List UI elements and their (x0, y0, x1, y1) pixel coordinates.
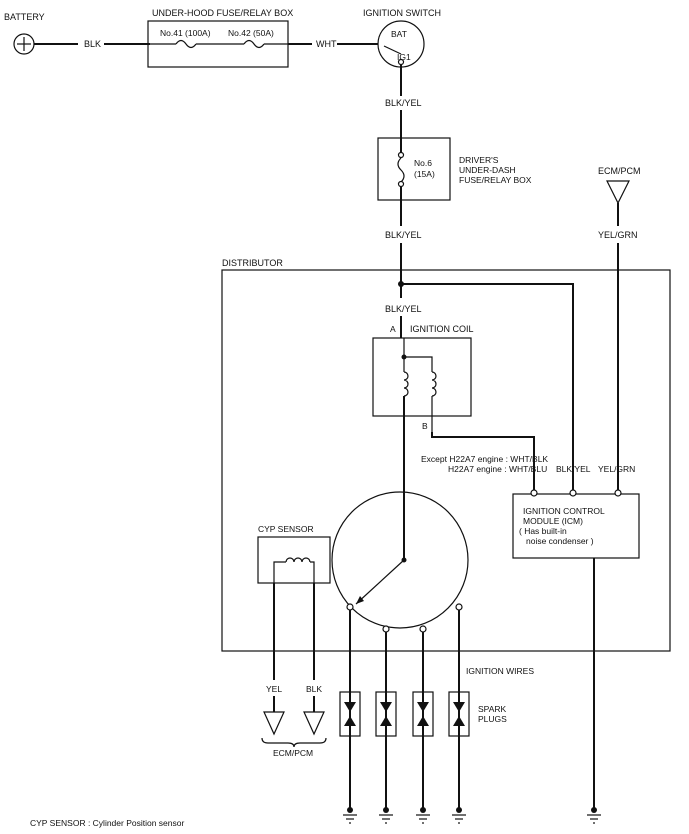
ignition-coil-label: IGNITION COIL (410, 324, 474, 334)
icm-label-line4: noise condenser ) (526, 536, 594, 546)
wire-label-yel-bottom: YEL (266, 684, 282, 694)
bat-terminal-label: BAT (391, 29, 407, 39)
spark-plug-3-icon (412, 691, 434, 737)
icm-yel-grn-label: YEL/GRN (598, 464, 635, 474)
ground-icon (379, 807, 393, 824)
ground-icon (587, 807, 601, 824)
distributor-cap (331, 491, 469, 629)
ig1-terminal-label: IG1 (397, 52, 411, 62)
wire-label-blk-yel-3: BLK/YEL (385, 304, 422, 314)
distributor-box (221, 269, 671, 652)
coil-windings-icon (403, 371, 437, 397)
ground-icon (416, 807, 430, 824)
ground-icon (452, 807, 466, 824)
h22a7-label: H22A7 engine : WHT/BLU (448, 464, 547, 474)
wire-label-wht: WHT (316, 39, 337, 49)
spark-plugs-label-line1: SPARK (478, 704, 507, 714)
distributor-label: DISTRIBUTOR (222, 258, 283, 268)
wire-label-yel-grn-top: YEL/GRN (598, 230, 638, 240)
wire-label-blk-yel-2: BLK/YEL (385, 230, 422, 240)
wire-label-blk-battery: BLK (84, 39, 101, 49)
ignition-wires-label: IGNITION WIRES (466, 666, 534, 676)
ecm-pcm-top-label: ECM/PCM (598, 166, 641, 176)
driver-box-label-line1: DRIVER'S (459, 155, 499, 165)
ground-icon (343, 807, 357, 824)
icm-blk-yel-label: BLK/YEL (556, 464, 591, 474)
driver-box-label-line2: UNDER-DASH (459, 165, 516, 175)
fuse-6-label-line1: No.6 (414, 158, 432, 168)
battery-symbol-icon (13, 33, 35, 55)
ecm-pcm-top-connector-icon (606, 180, 630, 205)
fuse-6-icon (397, 157, 405, 183)
rotor-arm (355, 559, 405, 605)
cyp-coil-icon (285, 557, 311, 563)
coil-terminal-a-label: A (390, 324, 396, 334)
driver-fuse-box (377, 137, 451, 201)
spark-plug-1-icon (339, 691, 361, 737)
ecm-pcm-yel-connector-icon (263, 711, 285, 736)
ecm-pcm-brace-icon (261, 737, 327, 748)
wire-blk-yel-to-icm (401, 283, 574, 490)
wire-coil-b-to-icm (431, 432, 535, 490)
underhood-box-label: UNDER-HOOD FUSE/RELAY BOX (152, 8, 293, 18)
fuse-6-label-line2: (15A) (414, 169, 435, 179)
switch-contact-icon (383, 45, 402, 55)
except-h22a7-label: Except H22A7 engine : WHT/BLK (421, 454, 548, 464)
coil-terminal-b-label: B (422, 421, 428, 431)
wire-label-blk-yel-1: BLK/YEL (385, 98, 422, 108)
fuse-41-label: No.41 (100A) (160, 28, 211, 38)
cyp-sensor-box (257, 536, 331, 584)
cyp-sensor-label: CYP SENSOR (258, 524, 314, 534)
icm-label-line1: IGNITION CONTROL (523, 506, 605, 516)
rotor-arrow-icon (356, 596, 364, 604)
spark-plug-2-icon (375, 691, 397, 737)
wire-label-blk-bottom: BLK (306, 684, 322, 694)
battery-label: BATTERY (4, 12, 45, 22)
ignition-switch-label: IGNITION SWITCH (363, 8, 441, 18)
ecm-pcm-blk-connector-icon (303, 711, 325, 736)
fuse-42-icon (243, 39, 265, 49)
ignition-coil-box (372, 337, 472, 417)
spark-plug-4-icon (448, 691, 470, 737)
spark-plugs-label-line2: PLUGS (478, 714, 507, 724)
footnote: CYP SENSOR : Cylinder Position sensor (30, 818, 184, 828)
driver-box-label-line3: FUSE/RELAY BOX (459, 175, 532, 185)
fuse-41-icon (175, 39, 197, 49)
icm-label-line2: MODULE (ICM) (523, 516, 583, 526)
fuse-42-label: No.42 (50A) (228, 28, 274, 38)
icm-label-line3: ( Has built-in (519, 526, 567, 536)
ecm-pcm-bottom-label: ECM/PCM (273, 748, 313, 758)
